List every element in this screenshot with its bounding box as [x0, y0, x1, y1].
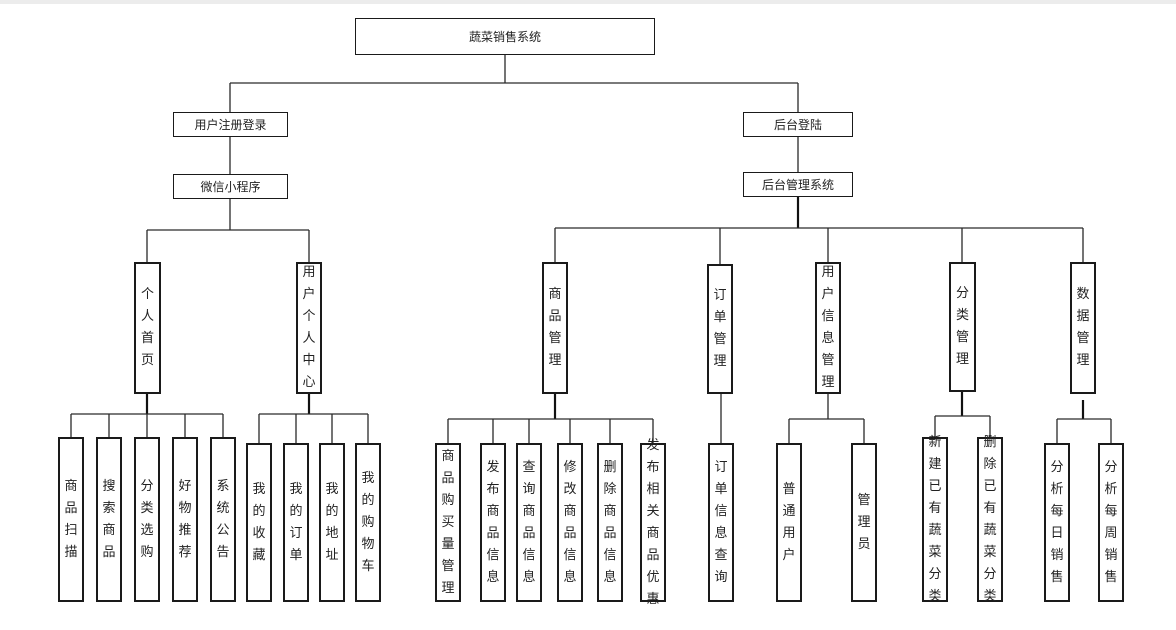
top-strip — [0, 0, 1176, 4]
leaf-order-query: 订 单 信 息 查 询 — [708, 443, 734, 602]
leaf-search-goods: 搜 索 商 品 — [96, 437, 122, 602]
leaf-edit-goods: 修 改 商 品 信 息 — [557, 443, 583, 602]
leaf-scan-goods: 商 品 扫 描 — [58, 437, 84, 602]
leaf-system-notice: 系 统 公 告 — [210, 437, 236, 602]
node-user-management: 用 户 信 息 管 理 — [815, 262, 841, 394]
leaf-publish-goods: 发 布 商 品 信 息 — [480, 443, 506, 602]
leaf-administrator: 管 理 员 — [851, 443, 877, 602]
leaf-daily-sales: 分 析 每 日 销 售 — [1044, 443, 1070, 602]
node-goods-management: 商 品 管 理 — [542, 262, 568, 394]
leaf-recommendations: 好 物 推 荐 — [172, 437, 198, 602]
leaf-publish-promotion: 发 布 相 关 商 品 优 惠 — [640, 438, 666, 607]
leaf-category-shopping: 分 类 选 购 — [134, 437, 160, 602]
node-user-login: 用户注册登录 — [173, 112, 288, 137]
leaf-delete-category: 删 除 已 有 蔬 菜 分 类 — [977, 435, 1003, 604]
node-personal-center: 用 户 个 人 中 心 — [296, 262, 322, 394]
node-wechat-miniprogram: 微信小程序 — [173, 174, 288, 199]
leaf-purchase-volume: 商 品 购 买 量 管 理 — [435, 443, 461, 602]
leaf-my-orders: 我 的 订 单 — [283, 443, 309, 602]
node-admin-system: 后台管理系统 — [743, 172, 853, 197]
node-order-management: 订 单 管 理 — [707, 264, 733, 394]
leaf-create-category: 新 建 已 有 蔬 菜 分 类 — [922, 435, 948, 604]
node-root: 蔬菜销售系统 — [355, 18, 655, 55]
leaf-my-cart: 我 的 购 物 车 — [355, 443, 381, 602]
leaf-weekly-sales: 分 析 每 周 销 售 — [1098, 443, 1124, 602]
leaf-my-address: 我 的 地 址 — [319, 443, 345, 602]
node-admin-login: 后台登陆 — [743, 112, 853, 137]
leaf-query-goods: 查 询 商 品 信 息 — [516, 443, 542, 602]
node-category-management: 分 类 管 理 — [949, 262, 976, 392]
node-data-management: 数 据 管 理 — [1070, 262, 1096, 394]
leaf-normal-user: 普 通 用 户 — [776, 443, 802, 602]
leaf-my-favorites: 我 的 收 藏 — [246, 443, 272, 602]
node-personal-home: 个 人 首 页 — [134, 262, 161, 394]
leaf-delete-goods: 删 除 商 品 信 息 — [597, 443, 623, 602]
